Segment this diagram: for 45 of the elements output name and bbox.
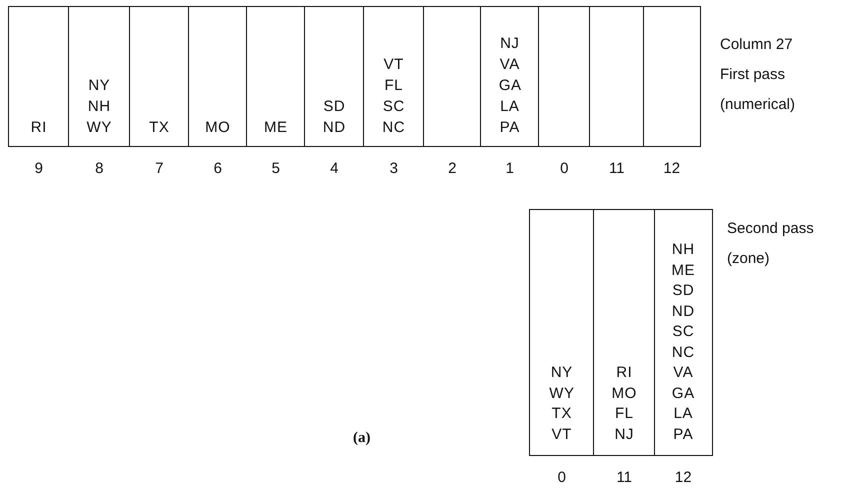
pocket-number: 12 <box>662 160 682 177</box>
pocket-number: 4 <box>329 160 340 177</box>
sorter-pocket <box>68 6 130 147</box>
pocket-number: 9 <box>34 160 44 177</box>
state-code-list: RI <box>30 117 47 138</box>
pocket-number: 11 <box>615 469 634 486</box>
state-code-list: TX <box>149 117 170 138</box>
sorter-pocket <box>188 6 248 147</box>
state-code-list: RI MO FL NJ <box>612 363 637 445</box>
sorter-pocket <box>8 6 70 147</box>
pocket-number: 11 <box>608 160 626 177</box>
pocket-number: 6 <box>212 160 223 177</box>
state-code-list: NJ VA GA LA PA <box>498 33 521 138</box>
sorter-pocket <box>529 209 594 456</box>
pocket-number: 0 <box>556 469 567 486</box>
pocket-number: 3 <box>388 160 399 177</box>
pass-note: Column 27 <box>720 35 794 55</box>
sorter-pocket <box>363 6 424 147</box>
pocket-number: 0 <box>559 160 570 177</box>
pass-note: Second pass (zone) <box>727 219 815 269</box>
sorter-pocket <box>480 6 540 147</box>
pocket-number: 12 <box>674 469 693 486</box>
sorter-pocket <box>589 6 644 147</box>
pocket-number: 2 <box>447 160 458 177</box>
pocket-number: 5 <box>270 160 281 177</box>
sorter-pocket <box>593 209 656 456</box>
state-code-list: NY NH WY <box>86 75 112 138</box>
sorter-pocket <box>538 6 590 147</box>
pass-note: First pass (numerical) <box>720 65 796 115</box>
sorter-pocket <box>423 6 482 147</box>
state-code-list: NY WY TX VT <box>549 363 574 445</box>
pocket-number: 8 <box>94 160 104 177</box>
state-code-list: ME <box>264 117 288 138</box>
sorter-pocket <box>654 209 712 456</box>
figure-caption: (a) <box>353 430 370 447</box>
state-code-list: NH ME SD ND SC NC VA GA LA PA <box>672 240 695 445</box>
state-code-list: VT FL SC NC <box>382 54 406 138</box>
state-code-list: MO <box>205 117 230 138</box>
sorter-pocket <box>246 6 306 147</box>
state-code-list: SD ND <box>322 96 346 138</box>
pocket-number: 7 <box>154 160 164 177</box>
sorter-pocket <box>129 6 190 147</box>
sorter-pocket <box>643 6 700 147</box>
pocket-number: 1 <box>504 160 515 177</box>
sorter-pocket <box>304 6 364 147</box>
